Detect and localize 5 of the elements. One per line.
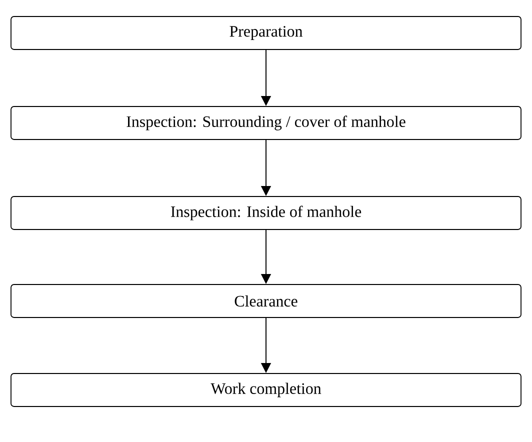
process-box: Work completion xyxy=(10,373,522,407)
process-box: Clearance xyxy=(10,284,522,318)
process-box: Inspection: Inside of manhole xyxy=(10,196,522,230)
process-box: Inspection: Surrounding / cover of manhole xyxy=(10,106,522,140)
process-box: Preparation xyxy=(10,16,522,50)
